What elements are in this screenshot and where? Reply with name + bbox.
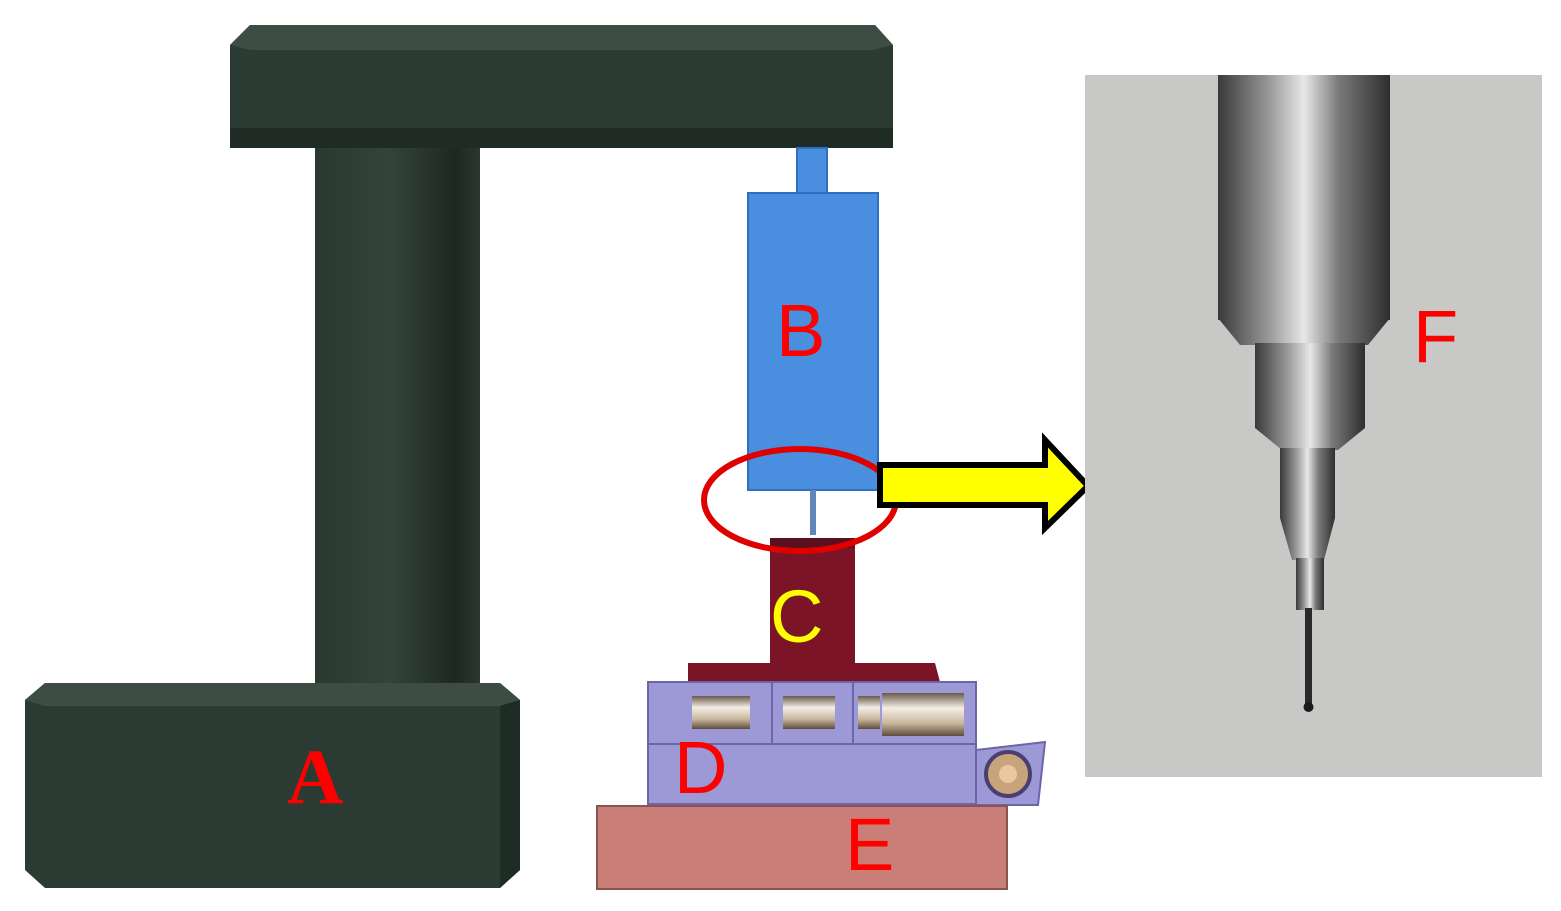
- tool-neck: [1296, 558, 1324, 610]
- label-a: A: [287, 733, 343, 820]
- label-c: C: [770, 575, 823, 658]
- label-b: B: [776, 289, 825, 372]
- tool-ball-end: [1303, 702, 1314, 712]
- tool-collet: [1255, 343, 1365, 428]
- workpiece-plate: [688, 663, 940, 682]
- frame-top-beam-underside: [230, 128, 893, 148]
- spindle: B: [747, 147, 879, 535]
- tool-closeup-photo: F: [1085, 75, 1542, 777]
- stage-roller-3: [858, 696, 880, 729]
- tool-cutter-taper: [1280, 518, 1335, 560]
- base-plate: E: [596, 803, 1008, 890]
- workpiece-column: [770, 548, 855, 666]
- spindle-body: [747, 192, 879, 491]
- stage-roller-4: [882, 693, 964, 736]
- label-d: D: [674, 726, 727, 809]
- tool-micro-tip: [1305, 608, 1312, 704]
- frame-base-shade: [500, 700, 520, 888]
- stage-knob-center: [999, 765, 1017, 783]
- frame-base-bevel: [25, 683, 520, 706]
- base-plate-body: [596, 805, 1008, 890]
- machine-frame: A: [25, 25, 893, 888]
- spindle-tool-tip: [810, 490, 816, 535]
- workpiece-holder: C: [688, 538, 940, 682]
- spindle-mount: [796, 147, 828, 194]
- frame-top-beam-bevel: [230, 25, 893, 50]
- frame-top-beam: [230, 25, 893, 148]
- stage-roller-2: [783, 696, 835, 729]
- tool-shank: [1218, 75, 1390, 320]
- tool-cutter-body: [1280, 448, 1335, 518]
- label-f: F: [1413, 295, 1458, 378]
- stage-roller-1: [692, 696, 750, 729]
- zoom-arrow: [877, 432, 1093, 536]
- frame-base-block: [25, 683, 520, 888]
- tool-collet-taper: [1255, 428, 1365, 450]
- tool-shank-taper: [1218, 318, 1390, 345]
- label-e: E: [845, 803, 894, 886]
- positioning-stage: D: [647, 681, 1047, 809]
- frame-column: [315, 148, 480, 688]
